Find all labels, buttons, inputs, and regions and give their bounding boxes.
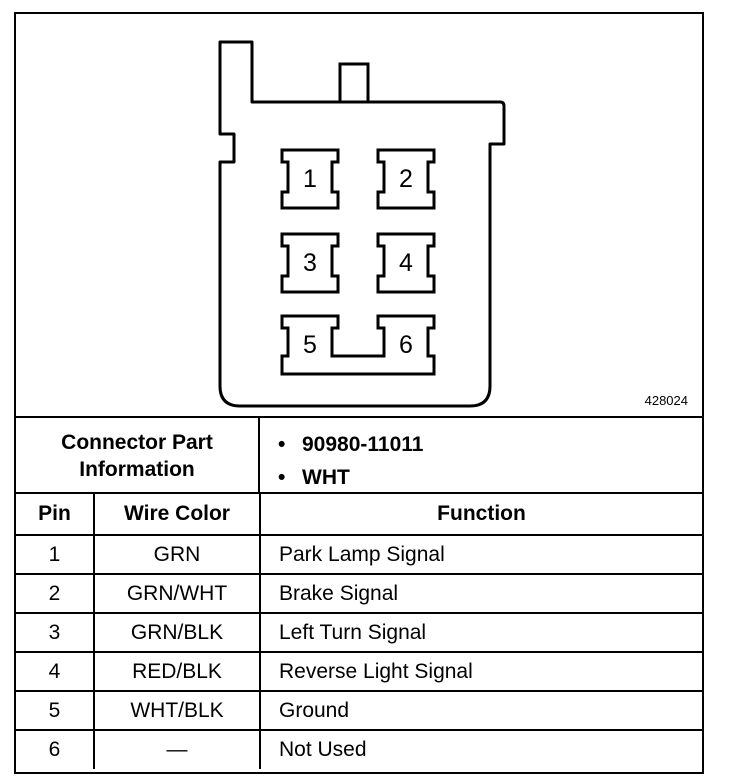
wire-color-cell: RED/BLK — [94, 651, 261, 691]
pin-cell: 4 — [16, 651, 95, 691]
pin-cell: 3 — [16, 612, 95, 652]
pin-label-5: 5 — [303, 331, 317, 359]
pin-label-2: 2 — [399, 165, 413, 193]
pin-function-table: Pin Wire Color Function 1 GRN Park Lamp … — [16, 492, 702, 769]
terminal-cavity-3 — [280, 232, 340, 294]
connector-info-title-line2: Information — [79, 458, 195, 481]
terminal-cavity-1 — [280, 148, 340, 210]
pin-cell: 1 — [16, 534, 95, 574]
connector-diagram-frame: 1 2 3 4 5 6 428024 Connector Part Inform… — [14, 12, 704, 774]
pin-cell: 2 — [16, 573, 95, 613]
header-pin: Pin — [16, 492, 95, 535]
function-cell: Not Used — [260, 729, 702, 769]
connector-housing-drawing — [218, 40, 506, 408]
pin-label-6: 6 — [399, 331, 413, 359]
connector-info-title: Connector Part Information — [37, 429, 237, 483]
connector-part-number: 90980-11011 — [302, 433, 424, 456]
function-cell: Park Lamp Signal — [260, 534, 702, 574]
table-row: 5 WHT/BLK Ground — [16, 690, 702, 730]
function-cell: Ground — [260, 690, 702, 730]
table-header-row: Pin Wire Color Function — [16, 492, 702, 535]
table-row: 3 GRN/BLK Left Turn Signal — [16, 612, 702, 652]
connector-face-view: 1 2 3 4 5 6 428024 — [16, 14, 702, 414]
pin-cell: 5 — [16, 690, 95, 730]
pin-label-1: 1 — [303, 165, 317, 193]
connector-part-info-row: Connector Part Information • 90980-11011 … — [16, 416, 702, 494]
pin-label-4: 4 — [399, 249, 413, 277]
bullet-icon: • — [278, 433, 286, 456]
terminal-cavity-5-6 — [280, 314, 436, 376]
connector-info-title-line1: Connector Part — [61, 431, 213, 454]
header-function: Function — [260, 492, 702, 535]
connector-info-title-cell: Connector Part Information — [16, 418, 260, 494]
wire-color-cell: GRN — [94, 534, 261, 574]
terminal-cavity-4 — [376, 232, 436, 294]
connector-inner-cavity — [236, 146, 476, 390]
function-cell: Brake Signal — [260, 573, 702, 613]
connector-latch-tab — [338, 62, 370, 104]
bullet-icon: • — [278, 466, 286, 489]
pin-label-3: 3 — [303, 249, 317, 277]
connector-info-item: • 90980-11011 — [278, 428, 423, 461]
terminal-cavity-2 — [376, 148, 436, 210]
wire-color-cell: WHT/BLK — [94, 690, 261, 730]
wire-color-cell: GRN/BLK — [94, 612, 261, 652]
pin-cell: 6 — [16, 729, 95, 769]
wire-color-cell: GRN/WHT — [94, 573, 261, 613]
table-row: 2 GRN/WHT Brake Signal — [16, 573, 702, 613]
function-cell: Left Turn Signal — [260, 612, 702, 652]
connector-color: WHT — [302, 466, 350, 489]
connector-info-item: • WHT — [278, 461, 423, 494]
wire-color-cell: — — [94, 729, 261, 769]
header-wire-color: Wire Color — [94, 492, 261, 535]
table-row: 1 GRN Park Lamp Signal — [16, 534, 702, 574]
table-row: 4 RED/BLK Reverse Light Signal — [16, 651, 702, 691]
connector-housing-outline — [218, 40, 506, 408]
function-cell: Reverse Light Signal — [260, 651, 702, 691]
connector-info-list: • 90980-11011 • WHT — [278, 428, 423, 494]
table-row: 6 — Not Used — [16, 729, 702, 769]
figure-id: 428024 — [644, 393, 688, 408]
